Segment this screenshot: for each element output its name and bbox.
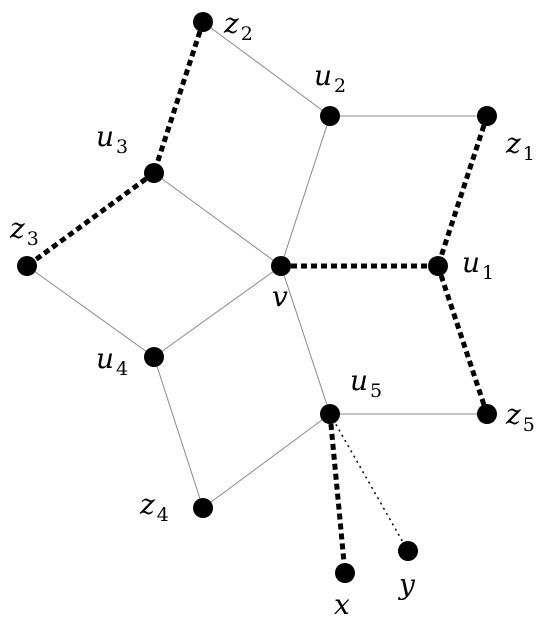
edge-u5-y <box>329 413 409 552</box>
node-z3 <box>17 256 37 276</box>
edge-u2-v <box>280 115 331 267</box>
node-u4 <box>144 347 164 367</box>
edge-u1-z5 <box>435 265 490 415</box>
edge-u3-z3 <box>25 170 156 269</box>
edge-u4-z4 <box>153 356 204 509</box>
edge-z1-u1 <box>435 115 490 267</box>
nodes <box>17 12 497 583</box>
edge-v-u5 <box>280 265 331 415</box>
node-v <box>271 256 291 276</box>
node-label-x: x <box>334 588 350 621</box>
node-y <box>398 541 418 561</box>
node-z5 <box>477 404 497 424</box>
node-z2 <box>193 12 213 32</box>
node-u1 <box>428 256 448 276</box>
node-u5 <box>320 404 340 424</box>
edge-z2-u2 <box>202 21 331 117</box>
edge-u4-v <box>153 265 282 358</box>
node-u2 <box>320 106 340 126</box>
node-z1 <box>477 106 497 126</box>
node-x <box>335 563 355 583</box>
node-u3 <box>144 163 164 183</box>
edge-z2-u3 <box>151 21 206 174</box>
edge-z4-u5 <box>202 413 331 509</box>
edge-u3-v <box>153 172 282 267</box>
node-z4 <box>193 498 213 518</box>
edge-z3-u4 <box>26 265 155 358</box>
edges <box>25 21 490 574</box>
edge-u5-x <box>327 413 348 574</box>
node-label-y: y <box>397 568 416 601</box>
node-label-v: v <box>272 280 288 313</box>
